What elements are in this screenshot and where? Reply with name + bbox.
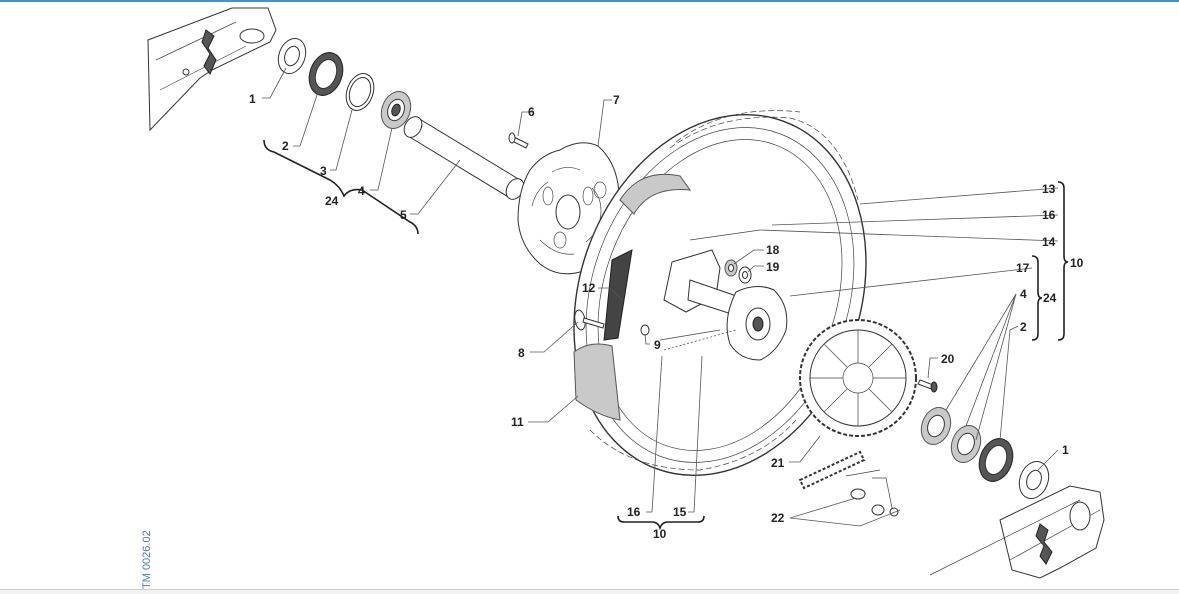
bolt-20 — [917, 379, 938, 393]
seal-2-left — [308, 52, 344, 96]
chain-22 — [798, 450, 899, 517]
seal-1-left — [277, 38, 307, 74]
sprocket-21 — [799, 319, 917, 437]
swingarm-left — [147, 7, 277, 132]
label-4-left: 4 — [358, 184, 365, 198]
braces — [263, 139, 1069, 531]
seal-1-right — [1018, 461, 1050, 499]
label-1-right: 1 — [1062, 443, 1069, 457]
label-10-bottom: 10 — [653, 527, 667, 541]
label-5: 5 — [400, 208, 407, 222]
seal-2-right — [978, 438, 1014, 482]
label-2-right: 2 — [1020, 320, 1027, 334]
label-19: 19 — [766, 260, 780, 274]
label-14: 14 — [1042, 235, 1056, 249]
bearing-4b-right — [950, 425, 982, 463]
bottom-scrollbar-track[interactable] — [0, 589, 1179, 594]
label-20: 20 — [941, 352, 955, 366]
bearing-4-right — [920, 407, 952, 445]
screw-6 — [508, 132, 529, 149]
circlip-3 — [345, 73, 375, 111]
label-11: 11 — [511, 415, 524, 429]
label-10-right: 10 — [1070, 256, 1084, 270]
label-8: 8 — [518, 346, 525, 360]
label-9: 9 — [654, 338, 661, 352]
label-6: 6 — [528, 105, 535, 119]
label-22: 22 — [771, 511, 785, 525]
drawing-code: TM 0026.02 — [141, 530, 153, 589]
label-17: 17 — [1016, 261, 1030, 275]
nut-18 — [724, 259, 738, 277]
label-2-left: 2 — [282, 139, 289, 153]
label-1-left: 1 — [249, 92, 256, 106]
washer-19 — [738, 266, 752, 284]
label-3: 3 — [320, 164, 327, 178]
label-15: 15 — [673, 505, 687, 519]
label-16-right: 16 — [1042, 208, 1056, 222]
label-24-right: 24 — [1043, 291, 1057, 305]
swingarm-right — [929, 485, 1105, 579]
label-7: 7 — [613, 93, 620, 107]
spacer-tube-5 — [403, 116, 525, 200]
label-18: 18 — [766, 243, 780, 257]
label-24-left: 24 — [325, 194, 339, 208]
label-12: 12 — [582, 281, 596, 295]
label-21: 21 — [771, 456, 785, 470]
label-13: 13 — [1042, 182, 1056, 196]
top-accent-bar — [0, 0, 1179, 2]
bearing-4-left — [380, 91, 412, 129]
leader-lines — [262, 67, 1059, 527]
label-4-right: 4 — [1020, 287, 1027, 301]
label-16-bottom: 16 — [627, 505, 641, 519]
wheel-assembly — [573, 110, 867, 477]
